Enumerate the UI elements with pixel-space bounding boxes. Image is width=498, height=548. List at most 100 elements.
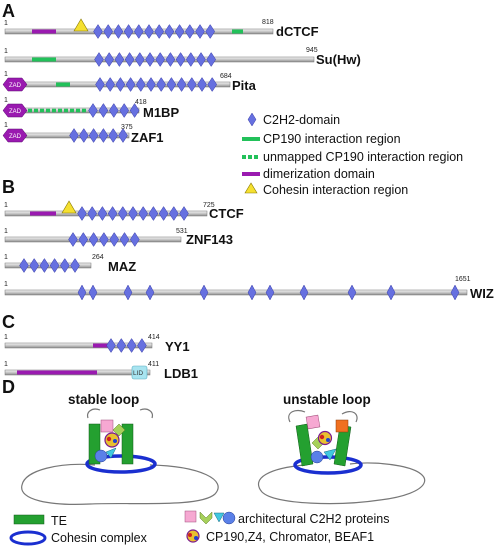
- cofactor-cluster: [104, 432, 120, 448]
- dimer-legend-swatch: [242, 172, 260, 176]
- c2h2-domain-group: [95, 77, 217, 92]
- c2h2-domain-group: [93, 24, 215, 39]
- c2h2-domain: [156, 77, 166, 92]
- c2h2-domain: [108, 128, 118, 143]
- chromatin-fiber: [21, 463, 219, 505]
- chromatin-fiber: [257, 462, 426, 505]
- c2h2-domain: [79, 128, 89, 143]
- protein-row-dctcf: 1 818 dCTCF: [4, 18, 319, 39]
- c2h2-domain-group: [77, 284, 460, 301]
- legend-cofactor-dot: [194, 536, 198, 540]
- panel-d-label: D: [2, 377, 15, 397]
- c2h2-domain: [135, 52, 145, 67]
- c2h2-domain: [98, 103, 109, 118]
- c2h2-legend-swatch: [247, 112, 257, 127]
- c2h2-domain: [94, 52, 104, 67]
- c2h2-domain-group: [88, 103, 140, 118]
- start-label: 1: [4, 20, 8, 27]
- protein-name: WIZ: [470, 286, 494, 301]
- start-label: 1: [4, 254, 8, 261]
- c2h2-domain: [148, 206, 159, 221]
- start-label: 1: [4, 202, 8, 209]
- dimerization-domain: [30, 211, 56, 216]
- architectural-protein-triangle: [105, 447, 117, 459]
- c2h2-domain-group: [69, 128, 128, 143]
- architectural-protein-circle: [310, 450, 324, 464]
- protein-name: LDB1: [164, 366, 198, 381]
- cp190-interaction-region: [232, 29, 243, 34]
- legend-cofactor-dot: [188, 533, 192, 537]
- protein-name: dCTCF: [276, 24, 319, 39]
- dimerization-domain: [93, 343, 113, 348]
- c2h2-domain: [134, 24, 144, 39]
- end-label: 414: [148, 334, 160, 341]
- c2h2-domain: [107, 206, 118, 221]
- cohesin-interaction-marker: [61, 200, 77, 214]
- legend-triangle-icon: [213, 512, 225, 523]
- protein-bar: [4, 289, 468, 296]
- protein-row-suhw: 1 945 Su(Hw): [4, 47, 361, 67]
- end-label: 818: [262, 19, 274, 26]
- protein-bar: [4, 342, 153, 349]
- legend-te: TE: [51, 514, 67, 528]
- legend-architectural: architectural C2H2 proteins: [238, 512, 389, 526]
- c2h2-domain-group: [19, 258, 80, 273]
- c2h2-domain-group: [106, 338, 147, 353]
- c2h2-domain: [109, 103, 119, 118]
- c2h2-domain: [95, 77, 105, 92]
- end-label: 684: [220, 73, 232, 80]
- chromatin-fiber-top: [87, 408, 153, 419]
- c2h2-domain: [165, 52, 176, 67]
- c2h2-domain: [195, 24, 205, 39]
- c2h2-domain: [265, 284, 275, 301]
- architectural-protein-diamond: [112, 423, 126, 437]
- c2h2-domain: [186, 52, 196, 67]
- c2h2-domain: [144, 24, 154, 39]
- c2h2-domain: [113, 24, 124, 39]
- legend-chevron-icon: [199, 511, 213, 525]
- end-label: 1651: [455, 276, 471, 283]
- c2h2-domain: [99, 232, 109, 247]
- c2h2-domain: [49, 258, 60, 273]
- zad-label: ZAD: [9, 134, 22, 140]
- c2h2-domain: [97, 206, 108, 221]
- legend-cohesin: Cohesin interaction region: [263, 183, 408, 197]
- zad-label: ZAD: [9, 83, 22, 89]
- cohesin-legend-swatch: [9, 530, 47, 546]
- start-label: 1: [4, 281, 8, 288]
- te-element: [295, 423, 314, 467]
- start-label: 1: [4, 122, 8, 129]
- c2h2-domain: [197, 77, 207, 92]
- dimerization-domain: [32, 29, 56, 34]
- c2h2-domain: [169, 206, 179, 221]
- c2h2-domain: [87, 206, 97, 221]
- legend-c2h2: C2H2-domain: [263, 113, 340, 127]
- panel-a-label: A: [2, 1, 15, 21]
- c2h2-domain: [116, 338, 127, 353]
- c2h2-domain: [205, 24, 215, 39]
- c2h2-domain: [88, 232, 99, 247]
- cofactor-dot: [113, 439, 117, 443]
- legend-dimer: dimerization domain: [263, 167, 375, 181]
- c2h2-domain: [199, 284, 209, 301]
- end-label: 411: [148, 361, 159, 368]
- c2h2-domain: [104, 52, 114, 67]
- c2h2-domain: [126, 338, 137, 353]
- end-label: 375: [121, 124, 133, 131]
- loop-legend: TE Cohesin complex architectural C2H2 pr…: [9, 510, 389, 546]
- start-label: 1: [4, 71, 8, 78]
- te-element: [121, 423, 134, 465]
- c2h2-domain: [166, 77, 177, 92]
- protein-row-znf143: 1 531 ZNF143: [4, 228, 233, 247]
- protein-row-ctcf: 1 725 CTCF: [4, 200, 244, 221]
- c2h2-domain-group: [77, 206, 189, 221]
- dimerization-domain: [17, 370, 97, 375]
- lid-label: LID: [133, 370, 143, 377]
- c2h2-domain: [130, 232, 140, 247]
- c2h2-domain: [115, 77, 126, 92]
- c2h2-domain: [77, 206, 87, 221]
- c2h2-domain-group: [68, 232, 140, 247]
- c2h2-domain: [145, 52, 155, 67]
- protein-name: ZNF143: [186, 232, 233, 247]
- c2h2-domain: [158, 206, 169, 221]
